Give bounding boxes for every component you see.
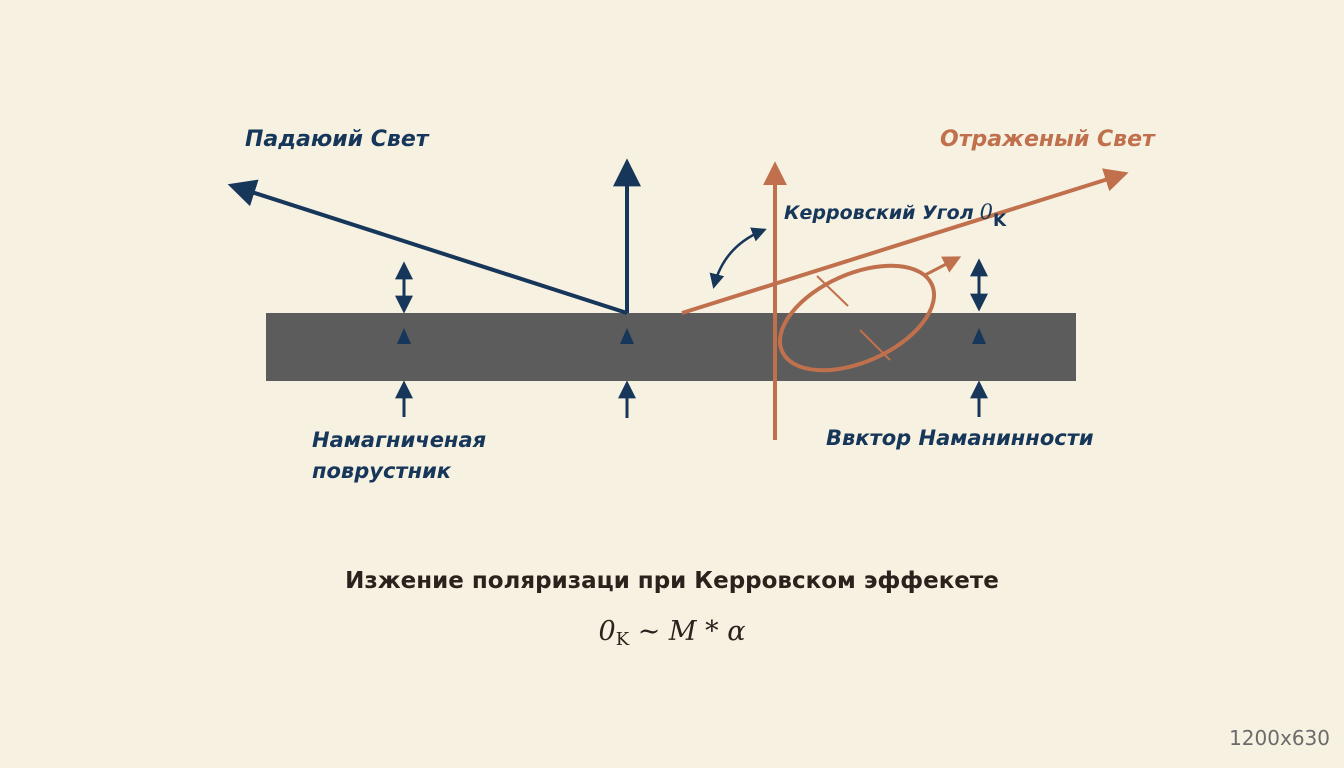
incident-light-label: Падаюий Свет: [245, 127, 429, 152]
formula-rest: ∼ M * α: [629, 616, 746, 647]
ellipse-rotation-arrow: [924, 256, 962, 277]
formula-subscript: K: [615, 629, 630, 650]
magnetization-vector-label: Ввктор Наманинности: [826, 426, 1094, 450]
kerr-formula: 0K ∼ M * α: [0, 616, 1344, 650]
polarization-ellipse: [777, 256, 962, 373]
kerr-angle-subscript: K: [993, 211, 1007, 231]
surface-label-line2: поврустник: [312, 459, 452, 483]
kerr-angle-symbol: 0: [979, 200, 994, 224]
triangle-marker-icon: [620, 328, 634, 344]
curved-arrow-icon: [709, 227, 767, 289]
magnetized-surface-label: Намагниченая поврустник: [312, 425, 486, 487]
reflected-light-ray: [681, 168, 1129, 315]
reflected-light-label: Отраженый Свет: [940, 127, 1155, 152]
kerr-angle-text: Керровский Угол: [784, 202, 974, 224]
triangle-marker-icon: [397, 328, 411, 344]
dimensions-label: 1200x630: [1229, 726, 1330, 750]
triangle-marker-icon: [972, 328, 986, 344]
surface-label-line1: Намагниченая: [312, 428, 487, 452]
magnetized-surface-slab: [266, 313, 1076, 381]
diagram-caption: Изжение поляризаци при Керровском эффеке…: [345, 568, 999, 594]
formula-symbol: 0: [598, 616, 616, 647]
incident-light-ray: [227, 179, 628, 315]
